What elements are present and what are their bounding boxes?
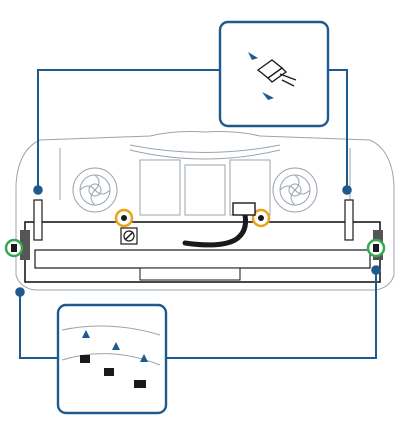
release-tabs <box>80 355 146 388</box>
heatpipe-2 <box>129 149 281 160</box>
left-latch <box>20 230 30 260</box>
right-fan <box>272 167 318 213</box>
heatpipe <box>129 144 281 153</box>
battery-pack <box>20 199 383 283</box>
callout-frame-bottom <box>56 303 168 415</box>
battery-connector-cable <box>182 202 256 248</box>
screw-left <box>114 208 134 228</box>
right-battery-post <box>344 199 354 241</box>
connector-disconnect-detail <box>218 20 330 128</box>
battery-center-tab <box>139 267 241 281</box>
left-clip <box>4 238 24 258</box>
screw-right <box>251 208 271 228</box>
chassis-outline <box>15 131 395 291</box>
ribbon-connector-icon <box>256 59 297 87</box>
device-chassis <box>15 131 395 291</box>
cable-clip-release-detail <box>56 303 168 415</box>
clip-release-icon <box>61 325 161 366</box>
screw-plate-icon <box>120 227 138 245</box>
mainboard-section <box>139 159 181 216</box>
arrow-icon <box>248 52 274 100</box>
up-arrow-icon <box>82 330 148 362</box>
mainboard-section-2 <box>184 164 226 216</box>
leader-lines <box>15 69 381 359</box>
left-battery-post <box>33 199 43 241</box>
left-fan <box>72 167 118 213</box>
right-clip <box>366 238 386 258</box>
battery-connector <box>232 202 256 216</box>
